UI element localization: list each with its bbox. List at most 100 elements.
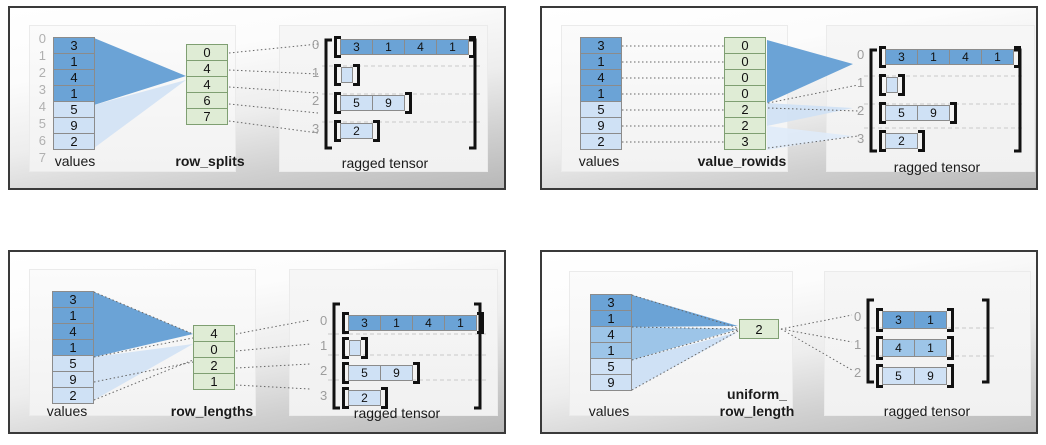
- row-open-bracket: [876, 336, 883, 360]
- value-index-6: 6: [38, 133, 46, 148]
- value-cell: 5: [53, 101, 95, 118]
- tensor-cell: 4: [949, 49, 982, 65]
- row-close-bracket: [918, 130, 925, 152]
- encoding-cell: 4: [193, 325, 235, 342]
- tensor-row-index-0: 0: [312, 37, 320, 52]
- connectors-value-rowids: [622, 40, 1024, 153]
- tensor-row-index-2: 2: [857, 103, 865, 118]
- value-cell: 4: [580, 69, 622, 86]
- value-cell: 9: [580, 117, 622, 134]
- value-cell: 1: [53, 85, 95, 102]
- value-index-7: 7: [38, 150, 46, 165]
- values-label-row-splits: values: [54, 153, 96, 169]
- value-cell: 9: [590, 374, 632, 391]
- row-close-bracket: [469, 36, 476, 58]
- value-index-0: 0: [38, 31, 46, 46]
- tensor-row: 2: [334, 120, 380, 142]
- encoding-cell: 0: [724, 37, 766, 54]
- encoding-label-line1-uniform-row-length: uniform_: [727, 386, 787, 402]
- empty-row-placeholder: [886, 77, 898, 93]
- row-close-bracket: [405, 92, 412, 114]
- tensor-row: [879, 74, 905, 96]
- encoding-cell: 0: [724, 85, 766, 102]
- tensor-cell: 1: [914, 311, 947, 329]
- tensor-label-uniform-row-length: ragged tensor: [883, 403, 971, 419]
- value-cell: 1: [580, 53, 622, 70]
- value-cell: 3: [590, 294, 632, 311]
- tensor-cell: 5: [882, 367, 915, 385]
- value-cell: 2: [580, 133, 622, 150]
- value-cell: 1: [590, 310, 632, 327]
- value-cell: 4: [590, 326, 632, 343]
- row-open-bracket: [334, 36, 341, 58]
- tensor-row: 2: [342, 387, 388, 409]
- row-open-bracket: [879, 102, 886, 124]
- tensor-row-index-2: 2: [312, 93, 320, 108]
- row-close-bracket: [413, 362, 420, 384]
- connectors-row-splits: [94, 38, 480, 150]
- value-index-4: 4: [38, 99, 46, 114]
- encoding-label-line2-uniform-row-length: row_length: [719, 403, 795, 419]
- tensor-cell: 2: [340, 123, 373, 139]
- row-open-bracket: [342, 337, 349, 359]
- tensor-cell: 5: [885, 105, 918, 121]
- value-index-2: 2: [38, 65, 46, 80]
- tensor-row-index-2: 2: [320, 363, 328, 378]
- encoding-label-value-rowids: value_rowids: [697, 153, 787, 169]
- tensor-row: [342, 337, 368, 359]
- tensor-cell: 4: [412, 315, 445, 331]
- tensor-row-index-1: 1: [854, 337, 862, 352]
- row-open-bracket: [879, 46, 886, 68]
- encoding-cell: 0: [724, 53, 766, 70]
- value-cell: 1: [53, 53, 95, 70]
- tensor-cell: 3: [882, 311, 915, 329]
- tensor-cell: 9: [380, 365, 413, 381]
- value-cell: 1: [52, 307, 94, 324]
- tensor-cell: 1: [981, 49, 1014, 65]
- row-open-bracket: [334, 64, 341, 86]
- tensor-cell: 3: [340, 39, 373, 55]
- encoding-cell: 4: [186, 76, 228, 93]
- values-label-row-lengths: values: [46, 403, 88, 419]
- row-open-bracket: [342, 387, 349, 409]
- tensor-row-index-1: 1: [320, 338, 328, 353]
- value-cell: 3: [53, 37, 95, 54]
- tensor-cell: 5: [340, 95, 373, 111]
- value-index-1: 1: [38, 48, 46, 63]
- tensor-cell: 5: [348, 365, 381, 381]
- row-close-bracket: [381, 387, 388, 409]
- tensor-cell: 1: [444, 315, 477, 331]
- encoding-stack-uniform-row-length: 2: [739, 319, 779, 339]
- tensor-row-index-3: 3: [320, 388, 328, 403]
- tensor-cell: 2: [885, 133, 918, 149]
- encoding-label-row-lengths: row_lengths: [170, 403, 254, 419]
- tensor-row-index-1: 1: [857, 75, 865, 90]
- empty-row-placeholder: [341, 67, 353, 83]
- row-close-bracket: [898, 74, 905, 96]
- row-close-bracket: [1014, 46, 1021, 68]
- value-cell: 4: [53, 69, 95, 86]
- encoding-cell: 7: [186, 108, 228, 125]
- encoding-cell: 0: [724, 69, 766, 86]
- row-close-bracket: [950, 102, 957, 124]
- tensor-row-index-0: 0: [854, 309, 862, 324]
- row-open-bracket: [342, 312, 349, 334]
